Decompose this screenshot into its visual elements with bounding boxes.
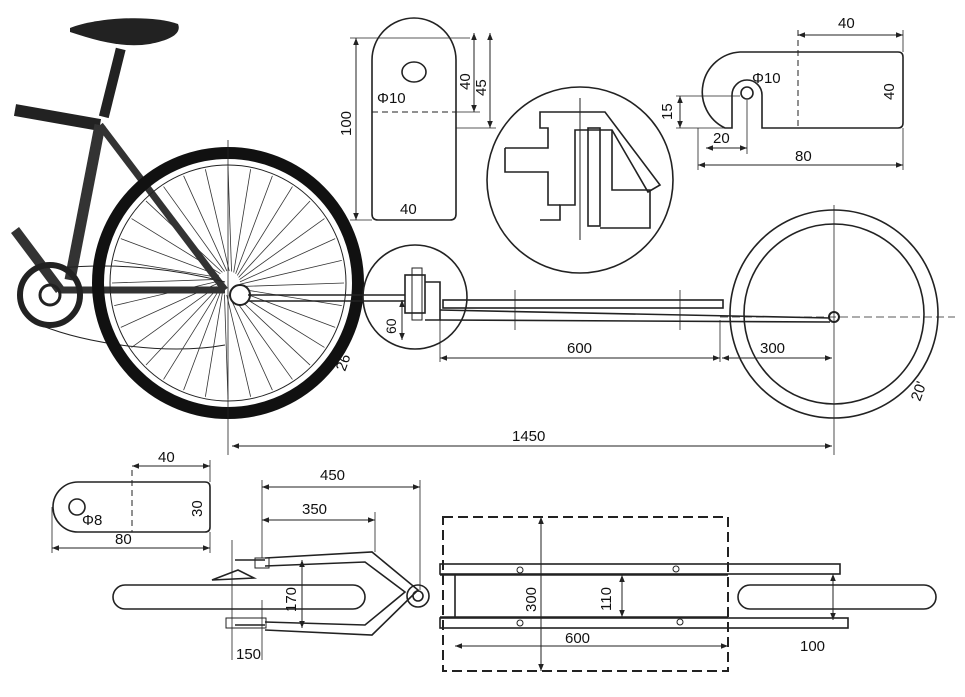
hitch-plate-detail — [350, 17, 496, 221]
small-plate-detail — [51, 460, 211, 553]
wheel-spoke — [114, 259, 218, 278]
hitch-detail-circle — [362, 244, 468, 350]
seat-tube — [64, 123, 106, 282]
trailer-side-view — [232, 205, 955, 455]
wheel-spoke — [183, 175, 228, 272]
seat-post — [98, 47, 126, 119]
dim-small-plate-length: 80 — [115, 531, 132, 548]
dim-plate-width: 40 — [400, 201, 417, 218]
wheel-spoke — [204, 293, 223, 397]
dim-box-width: 300 — [523, 587, 540, 612]
wheel-spoke — [231, 294, 293, 380]
wheel-spoke — [228, 294, 273, 391]
dim-small-plate-hole: 40 — [158, 449, 175, 466]
wheel-spoke — [163, 290, 220, 380]
wheel-spoke — [237, 290, 336, 328]
rear-hub — [229, 284, 251, 306]
dim-bar-length: 600 — [567, 340, 592, 357]
cargo-box-outline — [442, 516, 729, 672]
dim-dropout-depth: 20 — [713, 130, 730, 147]
seat-stay — [97, 122, 228, 293]
wheel-spoke — [183, 292, 221, 391]
trailer-plan-view — [112, 480, 937, 672]
dim-fork-width: 170 — [283, 587, 300, 612]
wheel-spoke — [233, 169, 252, 273]
wheel-spoke — [227, 166, 232, 272]
wheel-spoke — [131, 218, 221, 275]
wheel-spoke — [239, 282, 345, 287]
wheel-spoke — [120, 283, 217, 328]
dim-dropout-height: 40 — [881, 83, 898, 100]
dim-plate-hole: 40 — [457, 73, 474, 90]
bicycle-illustration — [11, 18, 364, 455]
dim-drawbar-length: 450 — [320, 467, 345, 484]
dim-wheelbase: 1450 — [512, 428, 545, 445]
wheel-spoke — [239, 238, 336, 283]
dim-small-plate-height: 30 — [189, 500, 206, 517]
axle-dropout-detail — [676, 30, 904, 170]
bicycle-wheel-size: 26' — [333, 349, 356, 373]
dim-bar-to-axle: 300 — [760, 340, 785, 357]
dim-small-plate-diameter: Φ8 — [82, 512, 102, 529]
wheel-spoke — [145, 200, 223, 273]
wheel-spoke — [226, 294, 252, 397]
dim-plate-diameter: Φ10 — [377, 90, 406, 107]
dim-dropout-length: 80 — [795, 148, 812, 165]
wheel-spoke — [233, 293, 311, 366]
dim-dropout-width: 40 — [838, 15, 855, 32]
wheel-spoke — [239, 218, 325, 280]
dim-wheel-offset: 100 — [800, 638, 825, 655]
wheel-spoke — [236, 186, 293, 276]
wheel-spoke — [145, 288, 218, 366]
wheel-spoke — [131, 286, 217, 348]
trailer-wheel-size: 20' — [908, 379, 931, 403]
wheel-spoke — [239, 259, 342, 285]
dim-axle-stub: 150 — [236, 646, 261, 663]
hitch-enlarged-detail — [486, 86, 674, 274]
cargo-bed-side — [442, 299, 724, 309]
wheel-spoke — [224, 294, 229, 400]
wheel-spoke — [163, 186, 225, 272]
dim-hitch-drop: 60 — [383, 318, 399, 334]
dim-drawbar-inner: 350 — [302, 501, 327, 518]
dim-dropout-slot: 15 — [659, 103, 676, 120]
wheel-spoke — [238, 288, 342, 307]
dim-plate-length: 100 — [338, 111, 355, 136]
saddle — [70, 18, 179, 46]
wheel-spoke — [235, 175, 273, 274]
dim-box-length: 600 — [565, 630, 590, 647]
chainring — [17, 262, 83, 328]
dim-frame-width: 110 — [598, 587, 615, 611]
wheel-spoke — [204, 169, 230, 272]
wheel-spoke — [120, 238, 219, 276]
wheel-spoke — [114, 281, 217, 307]
wheel-spoke — [111, 279, 217, 284]
down-tube — [11, 227, 64, 293]
wheel-spoke — [238, 200, 311, 278]
dim-dropout-diameter: Φ10 — [752, 70, 781, 87]
dim-plate-height: 45 — [473, 79, 490, 96]
top-tube — [13, 104, 102, 131]
